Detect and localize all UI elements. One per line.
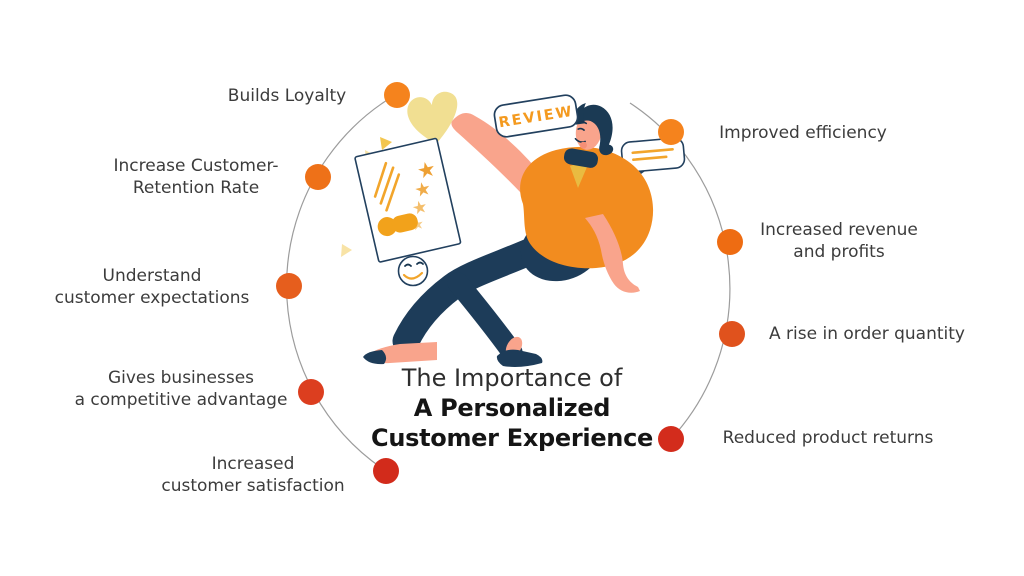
benefit-label-builds-loyalty: Builds Loyalty	[227, 85, 347, 106]
star-icon	[418, 161, 434, 179]
benefit-label-order-quantity: A rise in order quantity	[769, 323, 965, 344]
review-badge: REVIEW	[493, 94, 579, 138]
star-icon	[415, 182, 430, 197]
node-dot-customer-satisfaction	[373, 458, 399, 484]
shirt	[520, 146, 654, 269]
review-document-icon	[354, 137, 462, 263]
benefit-label-retention-rate: Increase Customer- Retention Rate	[113, 155, 279, 198]
node-dot-builds-loyalty	[384, 82, 410, 108]
node-dot-retention-rate	[305, 164, 331, 190]
title-line-3: Customer Experience	[371, 424, 653, 452]
hair	[575, 104, 614, 156]
hanging-arm	[585, 214, 640, 293]
heart-icon	[407, 91, 458, 144]
blush	[579, 141, 587, 149]
avatar-icon	[391, 213, 418, 233]
benefit-label-competitive-advantage: Gives businesses a competitive advantage	[74, 367, 288, 410]
node-dot-product-returns	[658, 426, 684, 452]
shoe-left	[363, 350, 387, 365]
node-dot-customer-expectations	[276, 273, 302, 299]
title-line-1: The Importance of	[401, 364, 623, 392]
collar	[563, 148, 599, 168]
node-dot-competitive-advantage	[298, 379, 324, 405]
benefit-label-customer-expectations: Understand customer expectations	[54, 265, 250, 308]
shoe-right	[496, 349, 543, 367]
title-line-2: A Personalized	[413, 394, 611, 422]
pointing-arm	[451, 112, 540, 193]
node-dot-improved-efficiency	[658, 119, 684, 145]
page-title: The Importance of A Personalized Custome…	[371, 363, 653, 453]
node-dot-revenue-profits	[717, 229, 743, 255]
star-icon	[412, 200, 426, 215]
head	[573, 103, 614, 156]
node-dot-order-quantity	[719, 321, 745, 347]
benefit-label-revenue-profits: Increased revenue and profits	[760, 219, 918, 262]
benefit-label-product-returns: Reduced product returns	[722, 427, 934, 448]
person-illustration	[363, 103, 654, 367]
benefit-label-customer-satisfaction: Increased customer satisfaction	[161, 453, 345, 496]
smiley-icon	[397, 255, 429, 287]
benefit-label-improved-efficiency: Improved efficiency	[719, 122, 887, 143]
leg-right	[447, 272, 523, 363]
avatar-icon	[377, 217, 397, 237]
